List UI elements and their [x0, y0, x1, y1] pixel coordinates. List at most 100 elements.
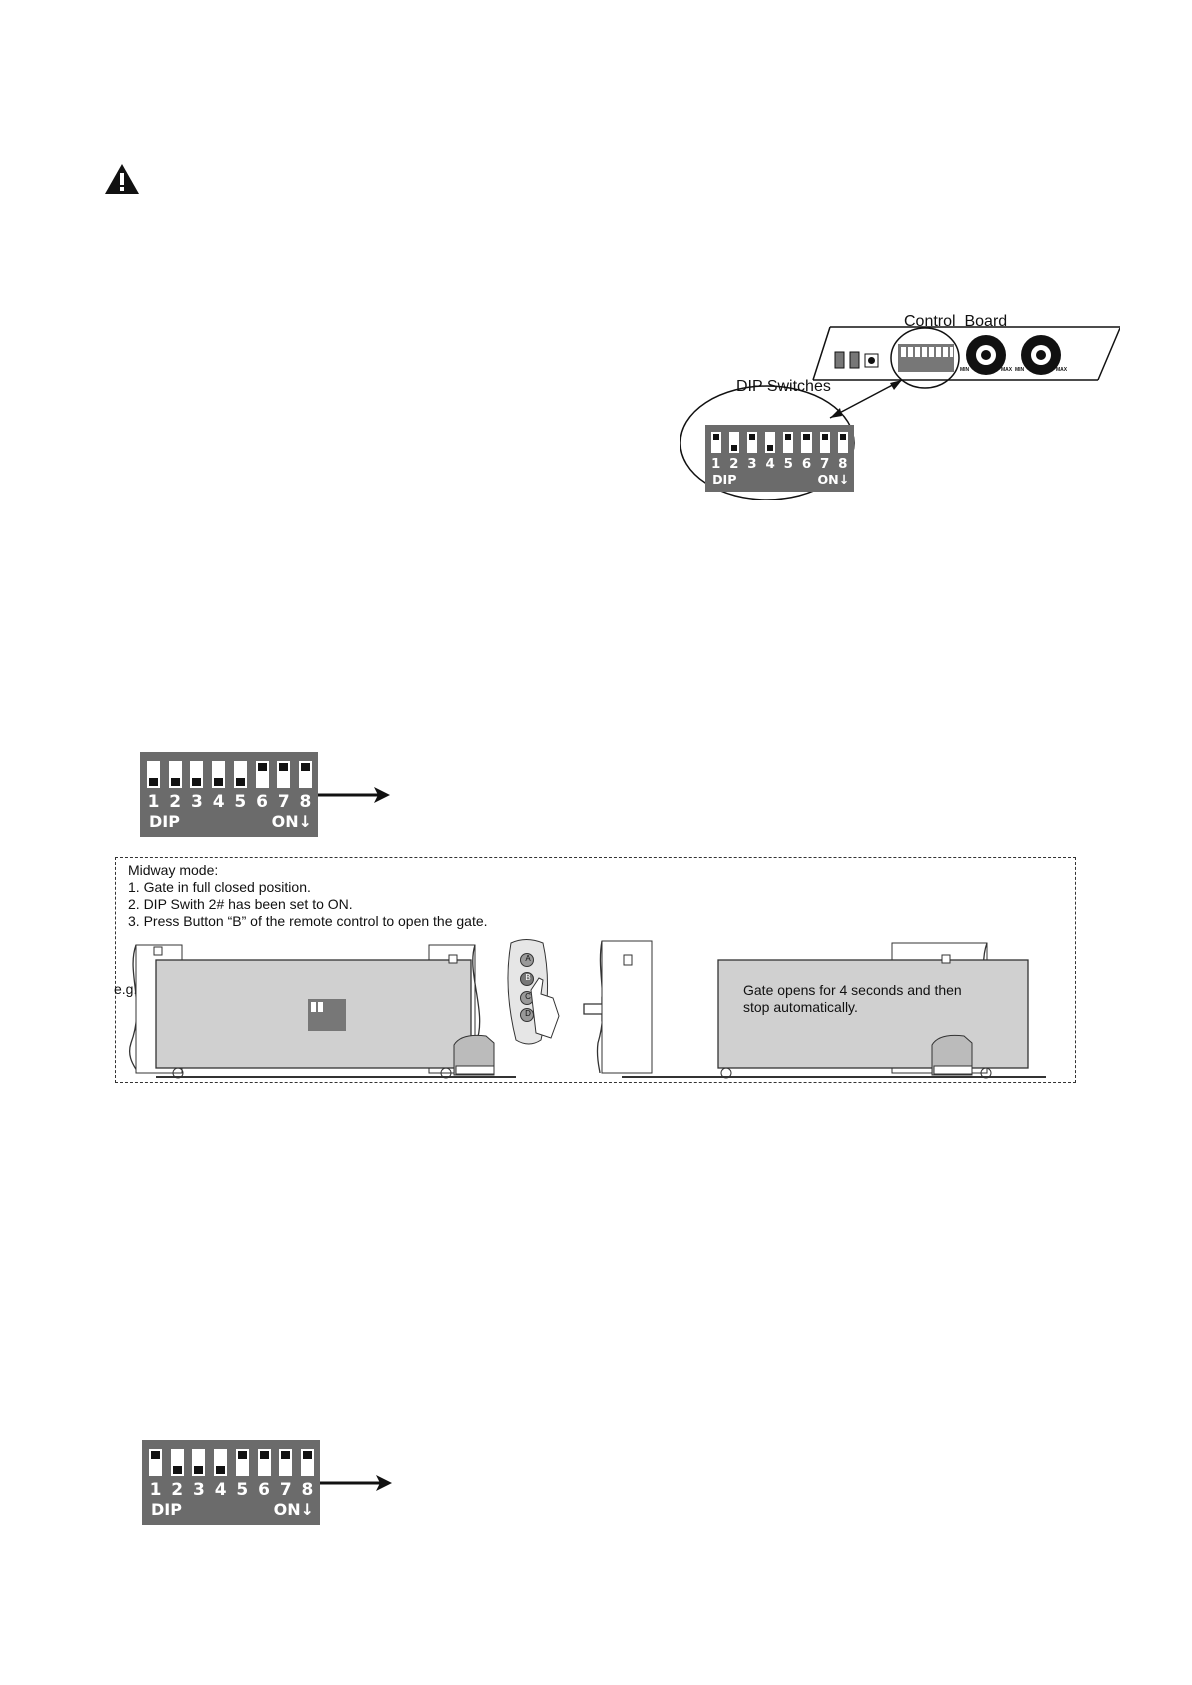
dip-switch-4: [212, 761, 226, 788]
dip-switch-number: 6: [256, 792, 268, 812]
dip-switch-6: [801, 432, 812, 454]
remote-button-a: A: [525, 954, 531, 963]
dip-switch-1: [147, 761, 160, 788]
dip-label: DIP: [712, 472, 737, 488]
dip-switch-2: [168, 761, 182, 788]
dip-switch-3: [746, 432, 758, 454]
dip-switch-number: 4: [214, 1480, 227, 1500]
dip-switch-knob: [192, 778, 202, 786]
dip-switch-knob: [151, 1451, 160, 1459]
dip-switch-2: [728, 432, 739, 454]
dip-switch-knob: [170, 778, 180, 786]
dip-switch-knob: [235, 778, 245, 786]
dip-switch-number: 3: [190, 792, 203, 812]
dip-switch-number: 6: [258, 1480, 270, 1500]
control-board-title: Control Board: [904, 313, 1008, 330]
knob-max-label-2: MAX: [1056, 367, 1068, 373]
dip-switch-6: [255, 761, 269, 788]
warning-icon: [105, 164, 139, 194]
dip-switch-knob: [237, 1451, 247, 1459]
remote-button-c: C: [525, 992, 531, 1001]
dip-switch-knob: [257, 763, 267, 771]
dip-switch-2: [170, 1449, 184, 1476]
midway-title: Midway mode:: [128, 862, 219, 878]
dip-switch-number: 2: [729, 456, 739, 472]
dip-switch-knob: [149, 778, 158, 786]
dip-switch-7: [819, 432, 830, 454]
dip-switch-4: [214, 1449, 228, 1476]
dip-switch-number: 4: [765, 456, 775, 472]
dip-switch-number: 8: [299, 792, 312, 812]
dip-switch-knob: [803, 434, 810, 441]
dip-switch-3: [192, 1449, 206, 1476]
dip-switch-knob: [279, 763, 289, 771]
dip-switch-knob: [214, 778, 224, 786]
dip-switch-1: [149, 1449, 162, 1476]
dip-label: DIP: [151, 1500, 182, 1519]
dip-switch-knob: [194, 1466, 204, 1474]
dip-switch-knob: [281, 1451, 291, 1459]
dip-switch-knob: [821, 434, 828, 441]
dip-switch-knob: [302, 1451, 312, 1459]
dip-switch-knob: [172, 1466, 182, 1474]
on-label: ON↓: [817, 472, 850, 488]
remote-button-d: D: [525, 1009, 531, 1018]
knob-min-label-2: MIN: [1015, 367, 1025, 373]
dip-switches-label: DIP Switches: [736, 378, 831, 395]
dip-switch-number: 7: [819, 456, 830, 472]
dip-switch-knob: [300, 763, 310, 771]
dip-switch-knob: [839, 434, 846, 441]
dip-switch-5: [783, 432, 794, 454]
dip-switch-knob: [216, 1466, 226, 1474]
remote-control-icon: [507, 939, 560, 1045]
dip-switch-8: [298, 761, 312, 788]
dip-switch-number: 4: [212, 792, 225, 812]
midway-mode-box: Midway mode: 1. Gate in full closed posi…: [114, 857, 1076, 1083]
midway-step-3: 3. Press Button “B” of the remote contro…: [128, 913, 488, 929]
arrow-right-icon-2: [320, 1475, 392, 1491]
eg-label: e.g.: [114, 981, 138, 997]
dip-switch-7: [279, 1449, 293, 1476]
dip-switch-number: 7: [277, 792, 290, 812]
dip-switch-number: 8: [838, 456, 848, 472]
midway-step-2: 2. DIP Swith 2# has been set to ON.: [128, 896, 353, 912]
dip-switch-knob: [748, 434, 756, 441]
gate-closed-scene: [129, 944, 516, 1079]
dip-label: DIP: [149, 812, 180, 831]
dip-switch-number: 3: [192, 1480, 205, 1500]
dip-switch-5: [233, 761, 247, 788]
dip-switch-knob: [712, 434, 719, 441]
dip-switch-1: [710, 432, 721, 454]
dip-switch-knob: [730, 445, 737, 452]
midway-result-line-2: stop automatically.: [743, 999, 858, 1015]
dip-switch-8: [837, 432, 848, 454]
dip-switch-6: [257, 1449, 271, 1476]
dip-switch-number: 5: [236, 1480, 249, 1500]
dip-switch-knob: [767, 445, 774, 452]
midway-step-1: 1. Gate in full closed position.: [128, 879, 311, 895]
on-label: ON↓: [273, 1500, 314, 1519]
dip-switch-4: [765, 432, 776, 454]
dip-switch-number: 7: [279, 1480, 292, 1500]
dip-switch-number: 5: [234, 792, 247, 812]
dip-switch-knob: [259, 1451, 269, 1459]
gate-open-scene: [596, 940, 1046, 1079]
dip-switch-3: [190, 761, 204, 788]
on-label: ON↓: [271, 812, 312, 831]
remote-button-b: B: [525, 973, 531, 982]
dip-switch-number: 2: [171, 1480, 184, 1500]
dip-switch-7: [277, 761, 291, 788]
dip-switch-number: 1: [710, 456, 721, 472]
dip-switch-number: 3: [747, 456, 757, 472]
dip-switch-8: [300, 1449, 314, 1476]
control-board-outline: [680, 326, 1120, 500]
dip-switch-5: [235, 1449, 249, 1476]
midway-result-line-1: Gate opens for 4 seconds and then: [743, 982, 962, 998]
dip-switch-number: 6: [801, 456, 812, 472]
dip-switch-number: 1: [147, 792, 160, 812]
dip-switch-number: 5: [783, 456, 793, 472]
dip-switch-number: 2: [169, 792, 182, 812]
